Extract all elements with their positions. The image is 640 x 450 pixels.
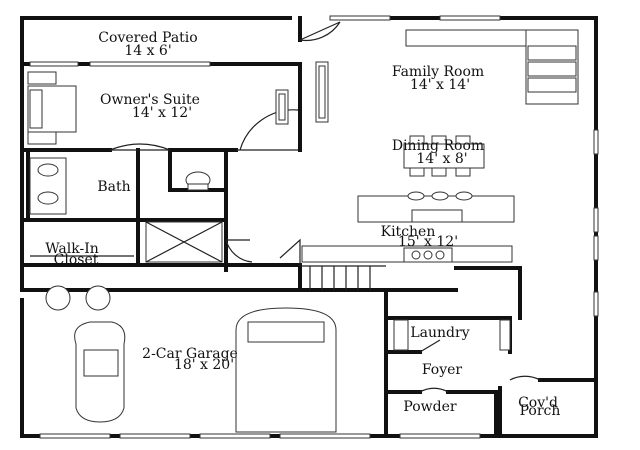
- garage-name: 2-Car Garage: [142, 346, 238, 362]
- doors: [109, 21, 541, 393]
- dining-room-name: Dining Room: [392, 138, 484, 154]
- bath-name: Bath: [97, 179, 130, 195]
- walls: [20, 16, 598, 438]
- dining-room-dims: 14' x 8': [416, 151, 467, 167]
- powder-name: Powder: [403, 399, 457, 415]
- walk-in-closet-line2: Closet: [54, 252, 99, 268]
- family-room-name: Family Room: [392, 64, 484, 80]
- windows: [29, 15, 599, 439]
- covered-porch-line1: Cov'd: [518, 395, 558, 411]
- stairs-icon: [300, 265, 386, 290]
- garage-dims: 18' x 20': [174, 357, 234, 373]
- foyer-name: Foyer: [422, 362, 463, 378]
- car-icon: [74, 321, 126, 423]
- family-room-dims: 14' x 14': [410, 77, 470, 93]
- covered-porch-line2: Porch: [520, 403, 561, 419]
- room-labels: Covered Patio 14 x 6' Family Room 14' x …: [45, 30, 560, 419]
- kitchen-name: Kitchen: [381, 224, 436, 240]
- kitchen-dims: 15' x 12': [398, 234, 458, 250]
- laundry-name: Laundry: [410, 325, 469, 341]
- furniture: [27, 29, 579, 433]
- owners-suite-name: Owner's Suite: [100, 92, 200, 108]
- walk-in-closet-line1: Walk-In: [45, 241, 99, 257]
- car-icon: [235, 307, 337, 433]
- covered-patio-dims: 14 x 6': [124, 43, 171, 59]
- covered-patio-name: Covered Patio: [98, 30, 197, 46]
- owners-suite-dims: 14' x 12': [132, 105, 192, 121]
